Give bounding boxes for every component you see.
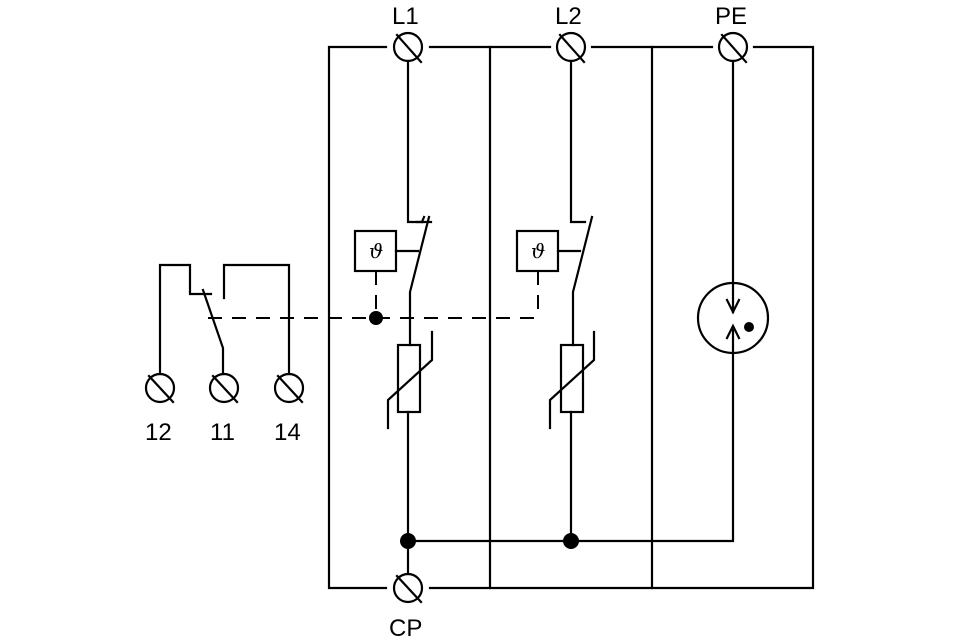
terminal-11-icon [208,372,240,404]
spark-gap-pe [406,59,770,543]
terminal-cp-icon [392,572,424,604]
terminal-l1-icon [392,31,424,64]
l1-circuit [406,59,433,347]
signalling-contact [158,263,291,376]
terminal-pe-icon [717,31,749,64]
terminal-label-12: 12 [145,419,172,446]
terminal-12-icon [144,372,176,404]
thermal-disconnector-l2: ϑ [515,229,582,318]
terminal-label-l1: L1 [392,3,419,30]
thermal-disconnector-l1: ϑ [353,229,420,318]
mechanical-linkage [208,311,538,325]
junction-dot-l2 [563,533,579,549]
terminal-14-icon [273,372,305,404]
terminal-l2-icon [555,31,587,64]
theta-symbol-l2: ϑ [531,239,545,263]
terminal-label-l2: L2 [555,3,582,30]
terminal-label-cp: CP [389,615,422,640]
l2-circuit [569,59,594,347]
terminal-label-14: 14 [274,419,301,446]
varistor-l1 [386,330,434,543]
terminal-label-pe: PE [715,3,747,30]
varistor-l2 [548,330,596,543]
terminal-label-11: 11 [210,419,235,446]
theta-symbol-l1: ϑ [369,239,383,263]
